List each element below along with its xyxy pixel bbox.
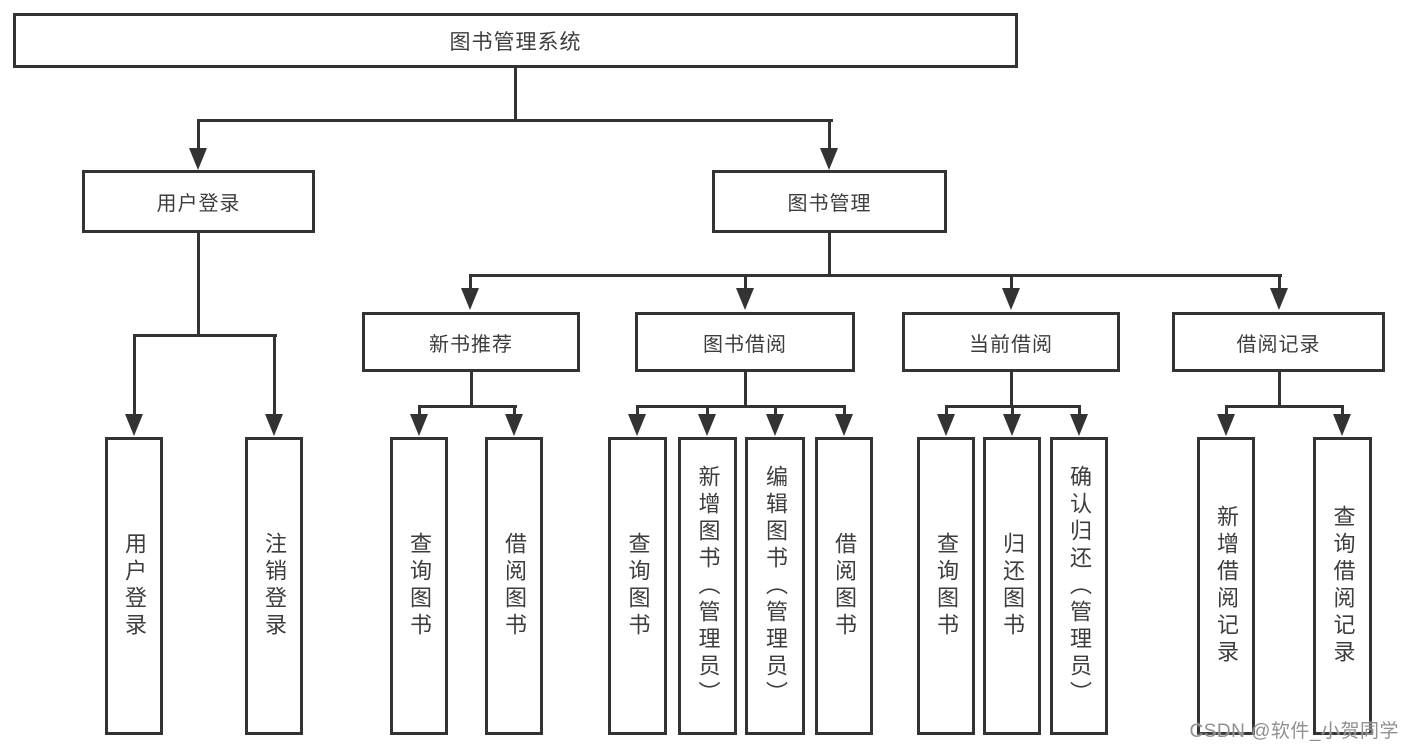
node-book-borrowing: 图书借阅 <box>635 312 855 372</box>
connector-line <box>1010 372 1013 405</box>
node-current-borrowing: 当前借阅 <box>902 312 1120 372</box>
arrow-down-icon <box>265 414 283 436</box>
watermark-text: CSDN @软件_小贺同学 <box>1189 721 1399 742</box>
connector-line <box>1278 274 1281 290</box>
node-root: 图书管理系统 <box>13 13 1018 68</box>
connector-line <box>1010 274 1013 290</box>
leaf-user-login: 用户登录 <box>105 437 163 735</box>
leaf-confirm-return-admin-label: 确认归还（管理员） <box>1067 464 1092 708</box>
connector-line <box>418 405 421 416</box>
arrow-down-icon <box>125 414 143 436</box>
connector-line <box>418 405 517 408</box>
connector-line <box>636 405 846 408</box>
connector-line <box>273 334 276 416</box>
leaf-add-book-admin-label: 新增图书（管理员） <box>695 464 721 708</box>
connector-line <box>945 405 948 416</box>
node-user-login-label: 用户登录 <box>156 193 241 215</box>
node-new-book-recommend-label: 新书推荐 <box>429 333 513 356</box>
leaf-query-books-recommend-label: 查询图书 <box>407 532 432 640</box>
connector-line <box>843 405 846 416</box>
connector-line <box>636 405 639 416</box>
connector-line <box>774 405 777 416</box>
leaf-query-books-recommend: 查询图书 <box>390 437 448 735</box>
leaf-query-books-current-label: 查询图书 <box>934 532 959 640</box>
connector-line <box>470 372 473 405</box>
leaf-edit-book-admin: 编辑图书（管理员） <box>745 437 805 735</box>
connector-line <box>828 119 831 150</box>
arrow-down-icon <box>820 148 838 170</box>
connector-line <box>197 119 833 122</box>
leaf-return-book-label: 归还图书 <box>1000 532 1025 640</box>
arrow-down-icon <box>1270 288 1288 310</box>
arrow-down-icon <box>505 414 523 436</box>
connector-line <box>744 372 747 405</box>
node-current-borrowing-label: 当前借阅 <box>969 333 1053 356</box>
connector-line <box>1225 405 1344 408</box>
arrow-down-icon <box>189 148 207 170</box>
arrow-down-icon <box>937 414 955 436</box>
leaf-query-books-borrowing: 查询图书 <box>608 437 667 735</box>
leaf-borrow-books-borrowing-label: 借阅图书 <box>832 532 857 640</box>
connector-line <box>744 274 747 290</box>
connector-line <box>1078 405 1081 416</box>
leaf-return-book: 归还图书 <box>983 437 1041 735</box>
connector-line <box>1225 405 1228 416</box>
node-new-book-recommend: 新书推荐 <box>362 312 580 372</box>
leaf-logout-label: 注销登录 <box>262 532 287 640</box>
leaf-add-borrow-record-label: 新增借阅记录 <box>1214 505 1239 667</box>
arrow-down-icon <box>835 414 853 436</box>
connector-line <box>1278 372 1281 405</box>
node-user-login: 用户登录 <box>82 170 315 233</box>
arrow-down-icon <box>1070 414 1088 436</box>
leaf-add-borrow-record: 新增借阅记录 <box>1197 437 1255 735</box>
arrow-down-icon <box>461 288 479 310</box>
node-book-borrowing-label: 图书借阅 <box>703 333 787 356</box>
arrow-down-icon <box>1217 414 1235 436</box>
connector-line <box>514 68 517 119</box>
connector-line <box>828 233 831 274</box>
connector-line <box>1011 405 1014 416</box>
connector-line <box>133 334 277 337</box>
leaf-query-books-borrowing-label: 查询图书 <box>625 532 651 640</box>
node-borrow-records-label: 借阅记录 <box>1236 333 1321 356</box>
connector-line <box>513 405 516 416</box>
leaf-edit-book-admin-label: 编辑图书（管理员） <box>763 464 788 708</box>
connector-line <box>133 334 136 416</box>
leaf-borrow-books-recommend: 借阅图书 <box>485 437 543 735</box>
arrow-down-icon <box>736 288 754 310</box>
node-borrow-records: 借阅记录 <box>1172 312 1385 372</box>
arrow-down-icon <box>410 414 428 436</box>
leaf-borrow-books-borrowing: 借阅图书 <box>815 437 873 735</box>
leaf-query-books-current: 查询图书 <box>917 437 975 735</box>
connector-line <box>197 119 200 150</box>
leaf-confirm-return-admin: 确认归还（管理员） <box>1050 437 1108 735</box>
arrow-down-icon <box>628 414 646 436</box>
leaf-logout: 注销登录 <box>245 437 303 735</box>
connector-line <box>706 405 709 416</box>
arrow-down-icon <box>698 414 716 436</box>
leaf-user-login-label: 用户登录 <box>122 532 147 640</box>
node-root-label: 图书管理系统 <box>449 30 582 54</box>
connector-line <box>197 233 200 337</box>
node-book-management-label: 图书管理 <box>787 193 872 215</box>
connector-line <box>469 274 472 290</box>
node-book-management: 图书管理 <box>712 170 947 233</box>
leaf-borrow-books-recommend-label: 借阅图书 <box>502 532 527 640</box>
arrow-down-icon <box>766 414 784 436</box>
leaf-query-borrow-record: 查询借阅记录 <box>1313 437 1372 735</box>
arrow-down-icon <box>1002 288 1020 310</box>
connector-line <box>1341 405 1344 416</box>
leaf-query-borrow-record-label: 查询借阅记录 <box>1330 505 1356 667</box>
arrow-down-icon <box>1333 414 1351 436</box>
leaf-add-book-admin: 新增图书（管理员） <box>678 437 737 735</box>
connector-line <box>469 274 1282 277</box>
arrow-down-icon <box>1003 414 1021 436</box>
